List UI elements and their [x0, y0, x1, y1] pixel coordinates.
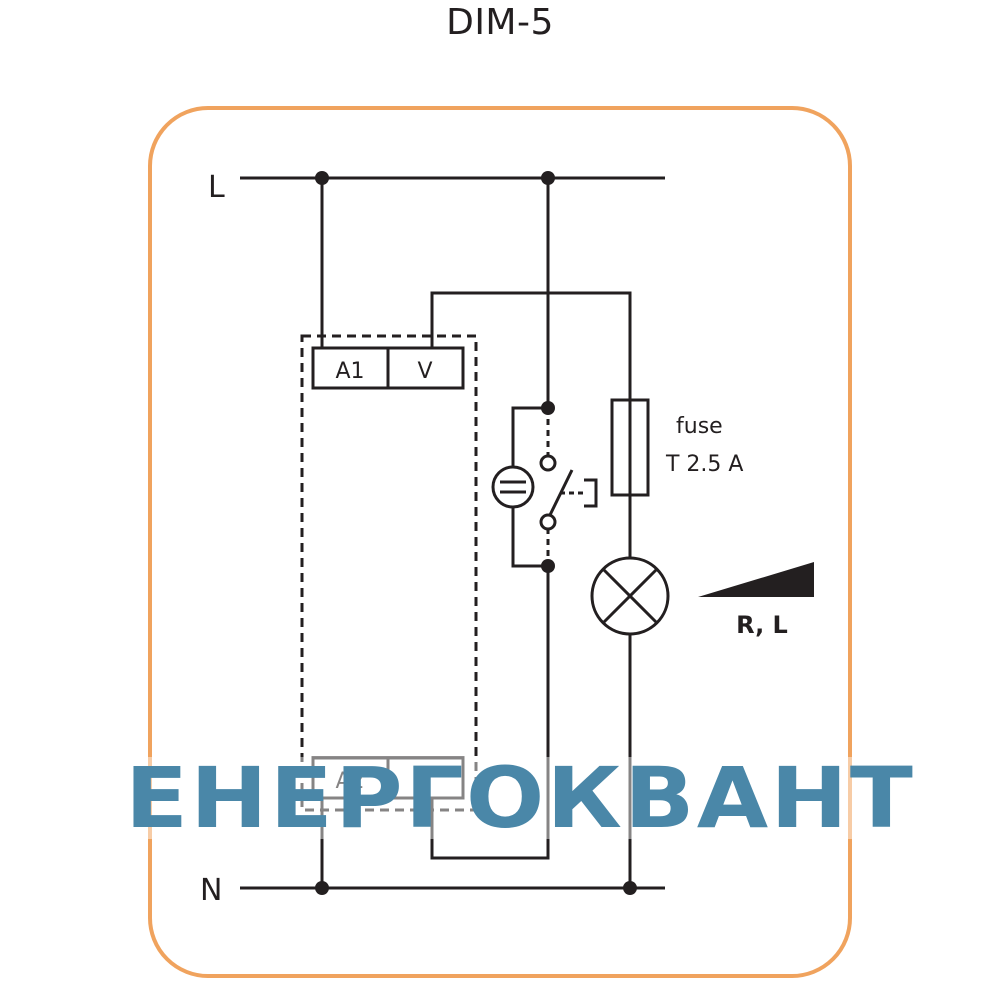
wire-v-to-load: [430, 291, 632, 400]
push-button-icon: [584, 478, 598, 508]
fuse-rating-label: T 2.5 A: [665, 452, 743, 477]
terminal-a2-label: A2: [335, 769, 364, 794]
glow-lamp-icon: [491, 465, 535, 509]
terminal-t-label: T: [417, 769, 432, 794]
switch-contact: [539, 513, 557, 531]
watermark-logo: ЕНЕРГОКВАНТ: [120, 752, 920, 842]
load-type-label: R, L: [736, 611, 788, 639]
lamp-cross: [601, 567, 659, 625]
wire-t-to-button: [430, 566, 550, 860]
label-line: L: [208, 170, 225, 205]
dimming-ramp-icon: [698, 562, 814, 597]
watermark-text: ЕНЕРГОКВАНТ: [125, 752, 915, 842]
frame-border: [148, 106, 852, 978]
dimmer-module: [300, 334, 478, 812]
terminal-a1-label: A1: [335, 359, 364, 384]
diagram-title: DIM-5: [446, 2, 554, 43]
switch-contact: [539, 454, 557, 472]
label-neutral: N: [200, 873, 222, 908]
watermark-backdrop: [120, 757, 920, 839]
terminal-v-label: V: [417, 359, 432, 384]
fuse-label: fuse: [676, 414, 723, 439]
